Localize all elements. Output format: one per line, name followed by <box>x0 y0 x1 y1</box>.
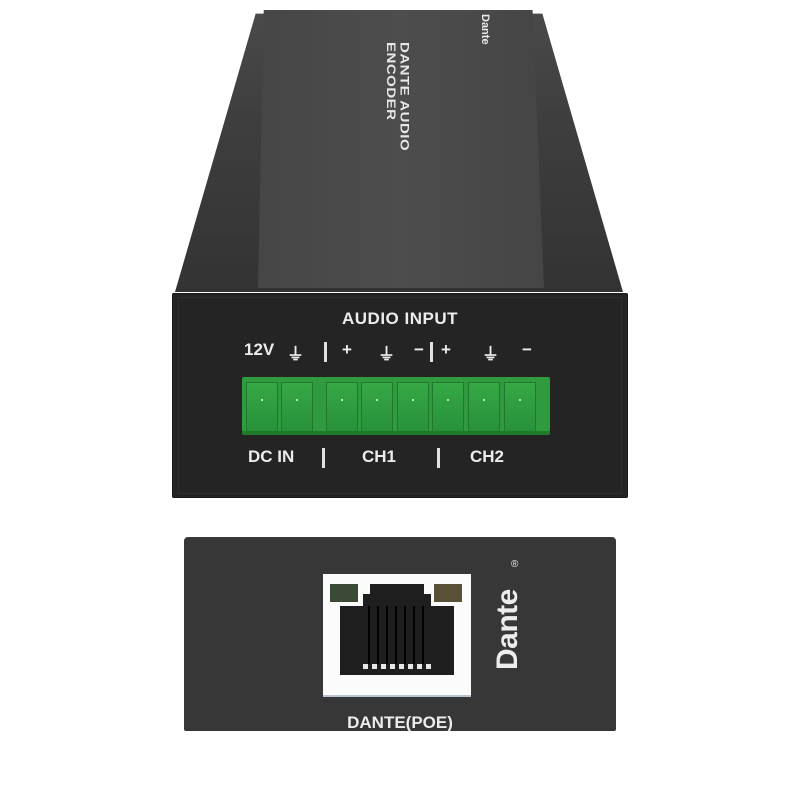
pin-contact <box>417 664 422 669</box>
minus-icon: − <box>414 340 424 359</box>
pin-contact <box>426 664 431 669</box>
ground-icon: ⏚ <box>378 345 395 364</box>
terminal-slot-ch2-ground[interactable] <box>468 382 500 432</box>
ch1-label: CH1 <box>362 447 397 466</box>
group-label-row: DC IN CH1 CH2 <box>248 447 568 471</box>
ground-icon: ⏚ <box>287 345 304 364</box>
front-panel-bevel <box>178 297 622 494</box>
pin-contact <box>363 664 368 669</box>
pin-contact <box>408 664 413 669</box>
activity-led-icon <box>434 584 462 602</box>
pin-label-row: 12V ⏚ + ⏚ − + ⏚ − <box>244 340 564 364</box>
ch2-label: CH2 <box>470 447 505 466</box>
terminal-slot-ch2-minus[interactable] <box>504 382 536 432</box>
terminal-slot-12v[interactable] <box>246 382 278 432</box>
audio-input-label: AUDIO INPUT <box>342 309 458 328</box>
separator <box>324 342 327 362</box>
jack-opening <box>340 606 454 675</box>
terminal-slot-ch2-plus[interactable] <box>432 382 464 432</box>
pin-contact <box>390 664 395 669</box>
separator <box>437 448 440 468</box>
jack-latch-step <box>363 594 431 608</box>
contact-line <box>422 606 424 664</box>
dc-in-label: DC IN <box>248 447 295 466</box>
contact-line <box>377 606 379 664</box>
terminal-slot-ch1-minus[interactable] <box>397 382 429 432</box>
minus-icon: − <box>522 340 532 359</box>
contact-line <box>413 606 415 664</box>
pin-contact <box>372 664 377 669</box>
jack-latch <box>370 584 424 596</box>
back-panel: Dante ® DANTE(POE) <box>184 537 616 732</box>
plus-icon: + <box>441 340 451 359</box>
device-top-surface <box>258 10 544 288</box>
terminal-slot-dc-ground[interactable] <box>281 382 313 432</box>
dante-poe-label: DANTE(POE) <box>347 713 453 732</box>
front-panel: AUDIO INPUT 12V ⏚ + ⏚ − + ⏚ − DC IN CH1 … <box>172 293 628 498</box>
ground-icon: ⏚ <box>482 345 499 364</box>
terminal-slot-ch1-ground[interactable] <box>361 382 393 432</box>
contact-line <box>386 606 388 664</box>
contact-line <box>395 606 397 664</box>
dante-logo: Dante <box>490 565 526 695</box>
separator <box>430 342 433 362</box>
terminal-block[interactable] <box>242 377 550 435</box>
contact-line <box>368 606 370 664</box>
contact-line <box>404 606 406 664</box>
rj45-ethernet-port[interactable] <box>323 574 471 697</box>
dante-logo-text: Dante <box>491 589 524 671</box>
pin-contact <box>399 664 404 669</box>
plus-icon: + <box>342 340 352 359</box>
link-led-icon <box>330 584 358 602</box>
registered-mark: ® <box>511 559 519 570</box>
top-brand-logo: Dante <box>479 14 491 45</box>
pin-label-12v: 12V <box>244 340 275 359</box>
separator <box>322 448 325 468</box>
pin-contact <box>381 664 386 669</box>
terminal-slot-ch1-plus[interactable] <box>326 382 358 432</box>
device-title-text: DANTE AUDIO ENCODER <box>383 42 411 152</box>
